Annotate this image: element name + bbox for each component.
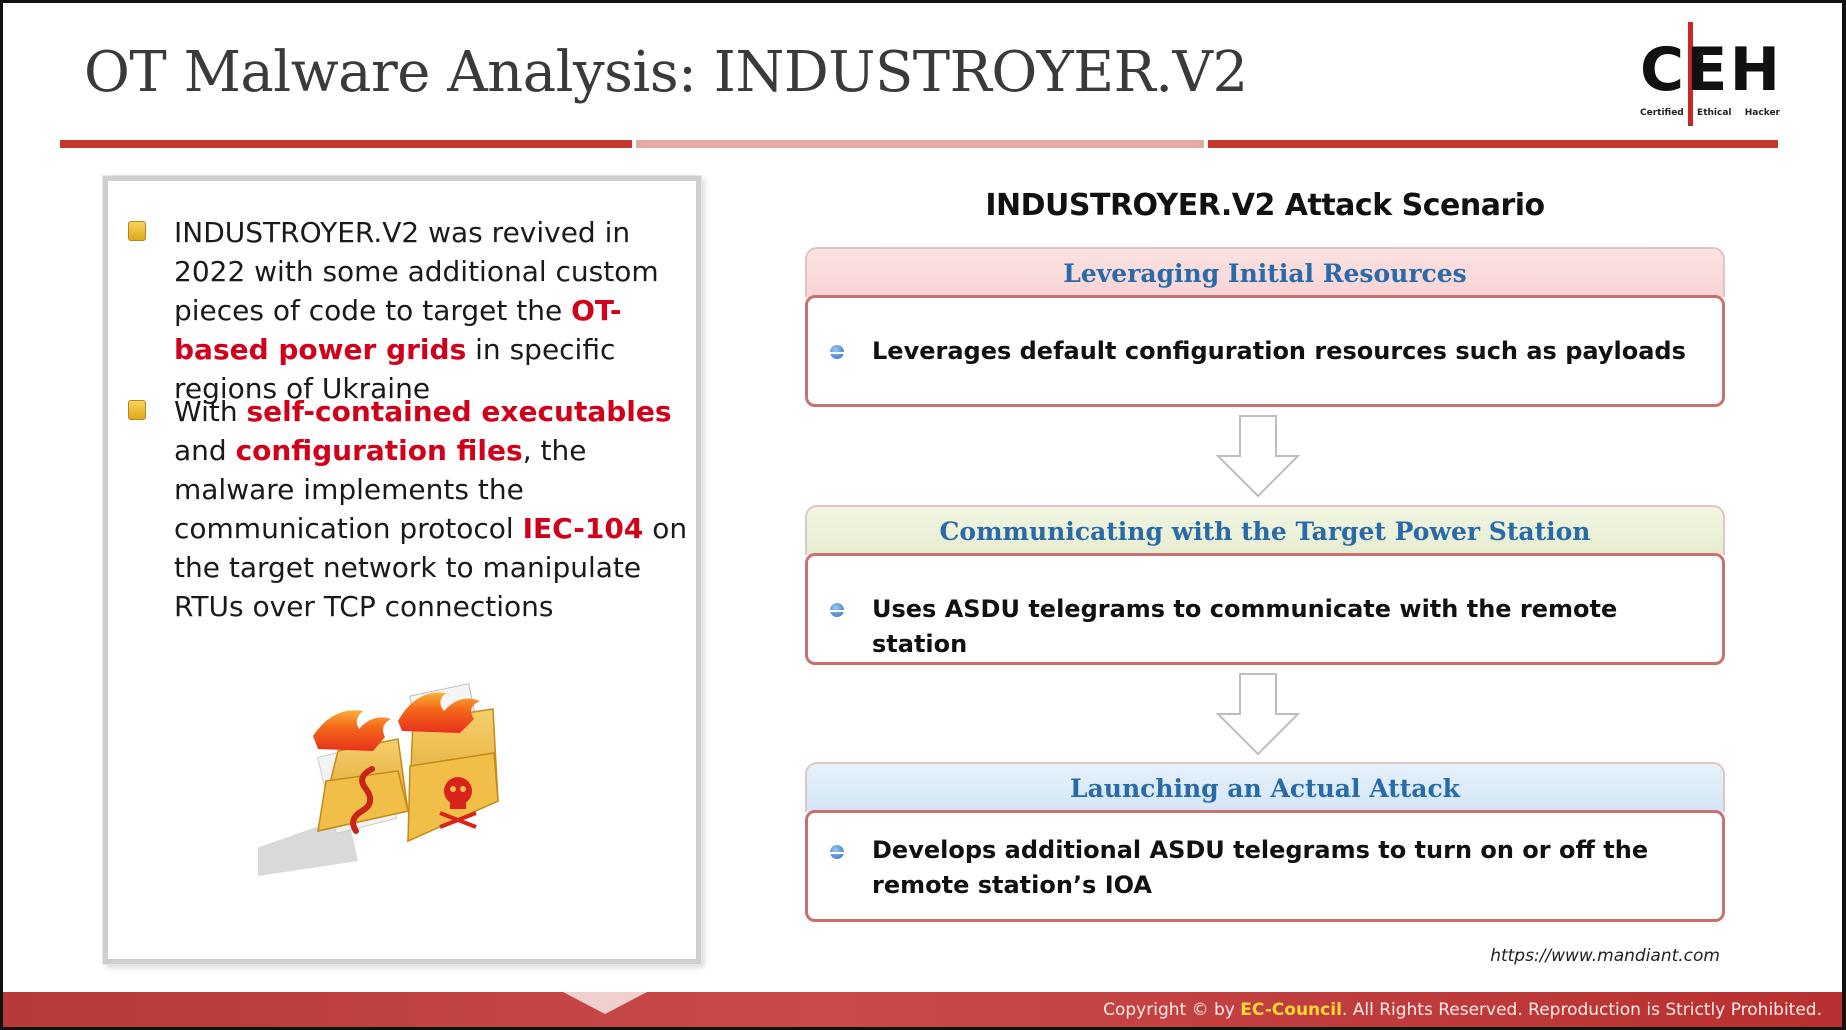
bullet-text: With self-contained executables and conf… bbox=[174, 392, 688, 626]
logo-letters: C E H bbox=[1640, 40, 1780, 100]
down-arrow-icon bbox=[1216, 415, 1300, 498]
logo-letter-e: E bbox=[1686, 35, 1728, 105]
logo-sub-ethical: Ethical bbox=[1697, 108, 1732, 118]
highlight-iec104: IEC-104 bbox=[522, 512, 644, 545]
bullet-dot-stripe bbox=[830, 852, 844, 854]
copyright-prefix: Copyright © by bbox=[1103, 1000, 1241, 1020]
bullet-square-icon bbox=[128, 221, 146, 241]
step-text: Develops additional ASDU telegrams to tu… bbox=[872, 836, 1649, 899]
bullet-item-protocol: With self-contained executables and conf… bbox=[128, 392, 688, 626]
logo-divider bbox=[1688, 22, 1693, 126]
text-run: With bbox=[174, 395, 247, 428]
footer-notch bbox=[563, 992, 647, 1014]
step-heading: Communicating with the Target Power Stat… bbox=[805, 505, 1725, 555]
bullet-square-icon bbox=[128, 400, 146, 420]
left-text-panel: INDUSTROYER.V2 was revived in 2022 with … bbox=[103, 176, 701, 964]
bullet-dot-stripe bbox=[830, 610, 844, 612]
header-rule-middle bbox=[636, 140, 1204, 148]
highlight-ot-power-grids: OT-based power grids bbox=[174, 294, 622, 366]
footer-bar: Copyright © by EC-Council. All Rights Re… bbox=[3, 992, 1842, 1027]
copyright-text: Copyright © by EC-Council. All Rights Re… bbox=[1103, 1000, 1822, 1020]
step-heading: Leveraging Initial Resources bbox=[805, 247, 1725, 297]
burning-folders-illustration bbox=[258, 683, 499, 876]
highlight-config-files: configuration files bbox=[235, 434, 523, 467]
down-arrow-icon bbox=[1216, 673, 1300, 756]
scenario-title: INDUSTROYER.V2 Attack Scenario bbox=[985, 188, 1545, 223]
logo-subtitles: Certified Ethical Hacker bbox=[1640, 108, 1780, 118]
text-run: on the target network to manipulate RTUs… bbox=[174, 512, 688, 623]
highlight-executables: self-contained executables bbox=[246, 395, 672, 428]
logo-letter-h: H bbox=[1729, 35, 1780, 105]
text-run: and bbox=[174, 434, 236, 467]
step-heading: Launching an Actual Attack bbox=[805, 762, 1725, 812]
logo-sub-certified: Certified bbox=[1640, 108, 1684, 118]
copyright-suffix: . All Rights Reserved. Reproduction is S… bbox=[1341, 1000, 1822, 1020]
bullet-text: INDUSTROYER.V2 was revived in 2022 with … bbox=[174, 213, 688, 408]
scenario-step-1: Leveraging Initial Resources Leverages d… bbox=[805, 247, 1725, 407]
step-body: Leverages default configuration resource… bbox=[805, 295, 1725, 407]
page-title: OT Malware Analysis: INDUSTROYER.V2 bbox=[84, 40, 1248, 105]
text-run: , the malware implements the communicati… bbox=[174, 434, 587, 545]
logo-letter-c: C bbox=[1640, 35, 1685, 105]
text-run: INDUSTROYER.V2 was revived in 2022 with … bbox=[174, 216, 659, 327]
header-rule-left bbox=[60, 140, 632, 148]
logo-sub-hacker: Hacker bbox=[1744, 108, 1780, 118]
ec-council-brand: EC-Council bbox=[1240, 1000, 1342, 1020]
scenario-step-3: Launching an Actual Attack Develops addi… bbox=[805, 762, 1725, 922]
step-body: Uses ASDU telegrams to communicate with … bbox=[805, 553, 1725, 665]
text-run: in specific regions of Ukraine bbox=[174, 333, 616, 405]
step-text: Leverages default configuration resource… bbox=[872, 337, 1686, 365]
header-rule-right bbox=[1208, 140, 1778, 148]
scenario-step-2: Communicating with the Target Power Stat… bbox=[805, 505, 1725, 665]
step-body: Develops additional ASDU telegrams to tu… bbox=[805, 810, 1725, 922]
ceh-logo: C E H Certified Ethical Hacker bbox=[1640, 22, 1780, 126]
source-link[interactable]: https://www.mandiant.com bbox=[1490, 946, 1720, 966]
bullet-dot-stripe bbox=[830, 352, 844, 354]
bullet-item-revival: INDUSTROYER.V2 was revived in 2022 with … bbox=[128, 213, 688, 408]
step-text: Uses ASDU telegrams to communicate with … bbox=[872, 595, 1618, 658]
